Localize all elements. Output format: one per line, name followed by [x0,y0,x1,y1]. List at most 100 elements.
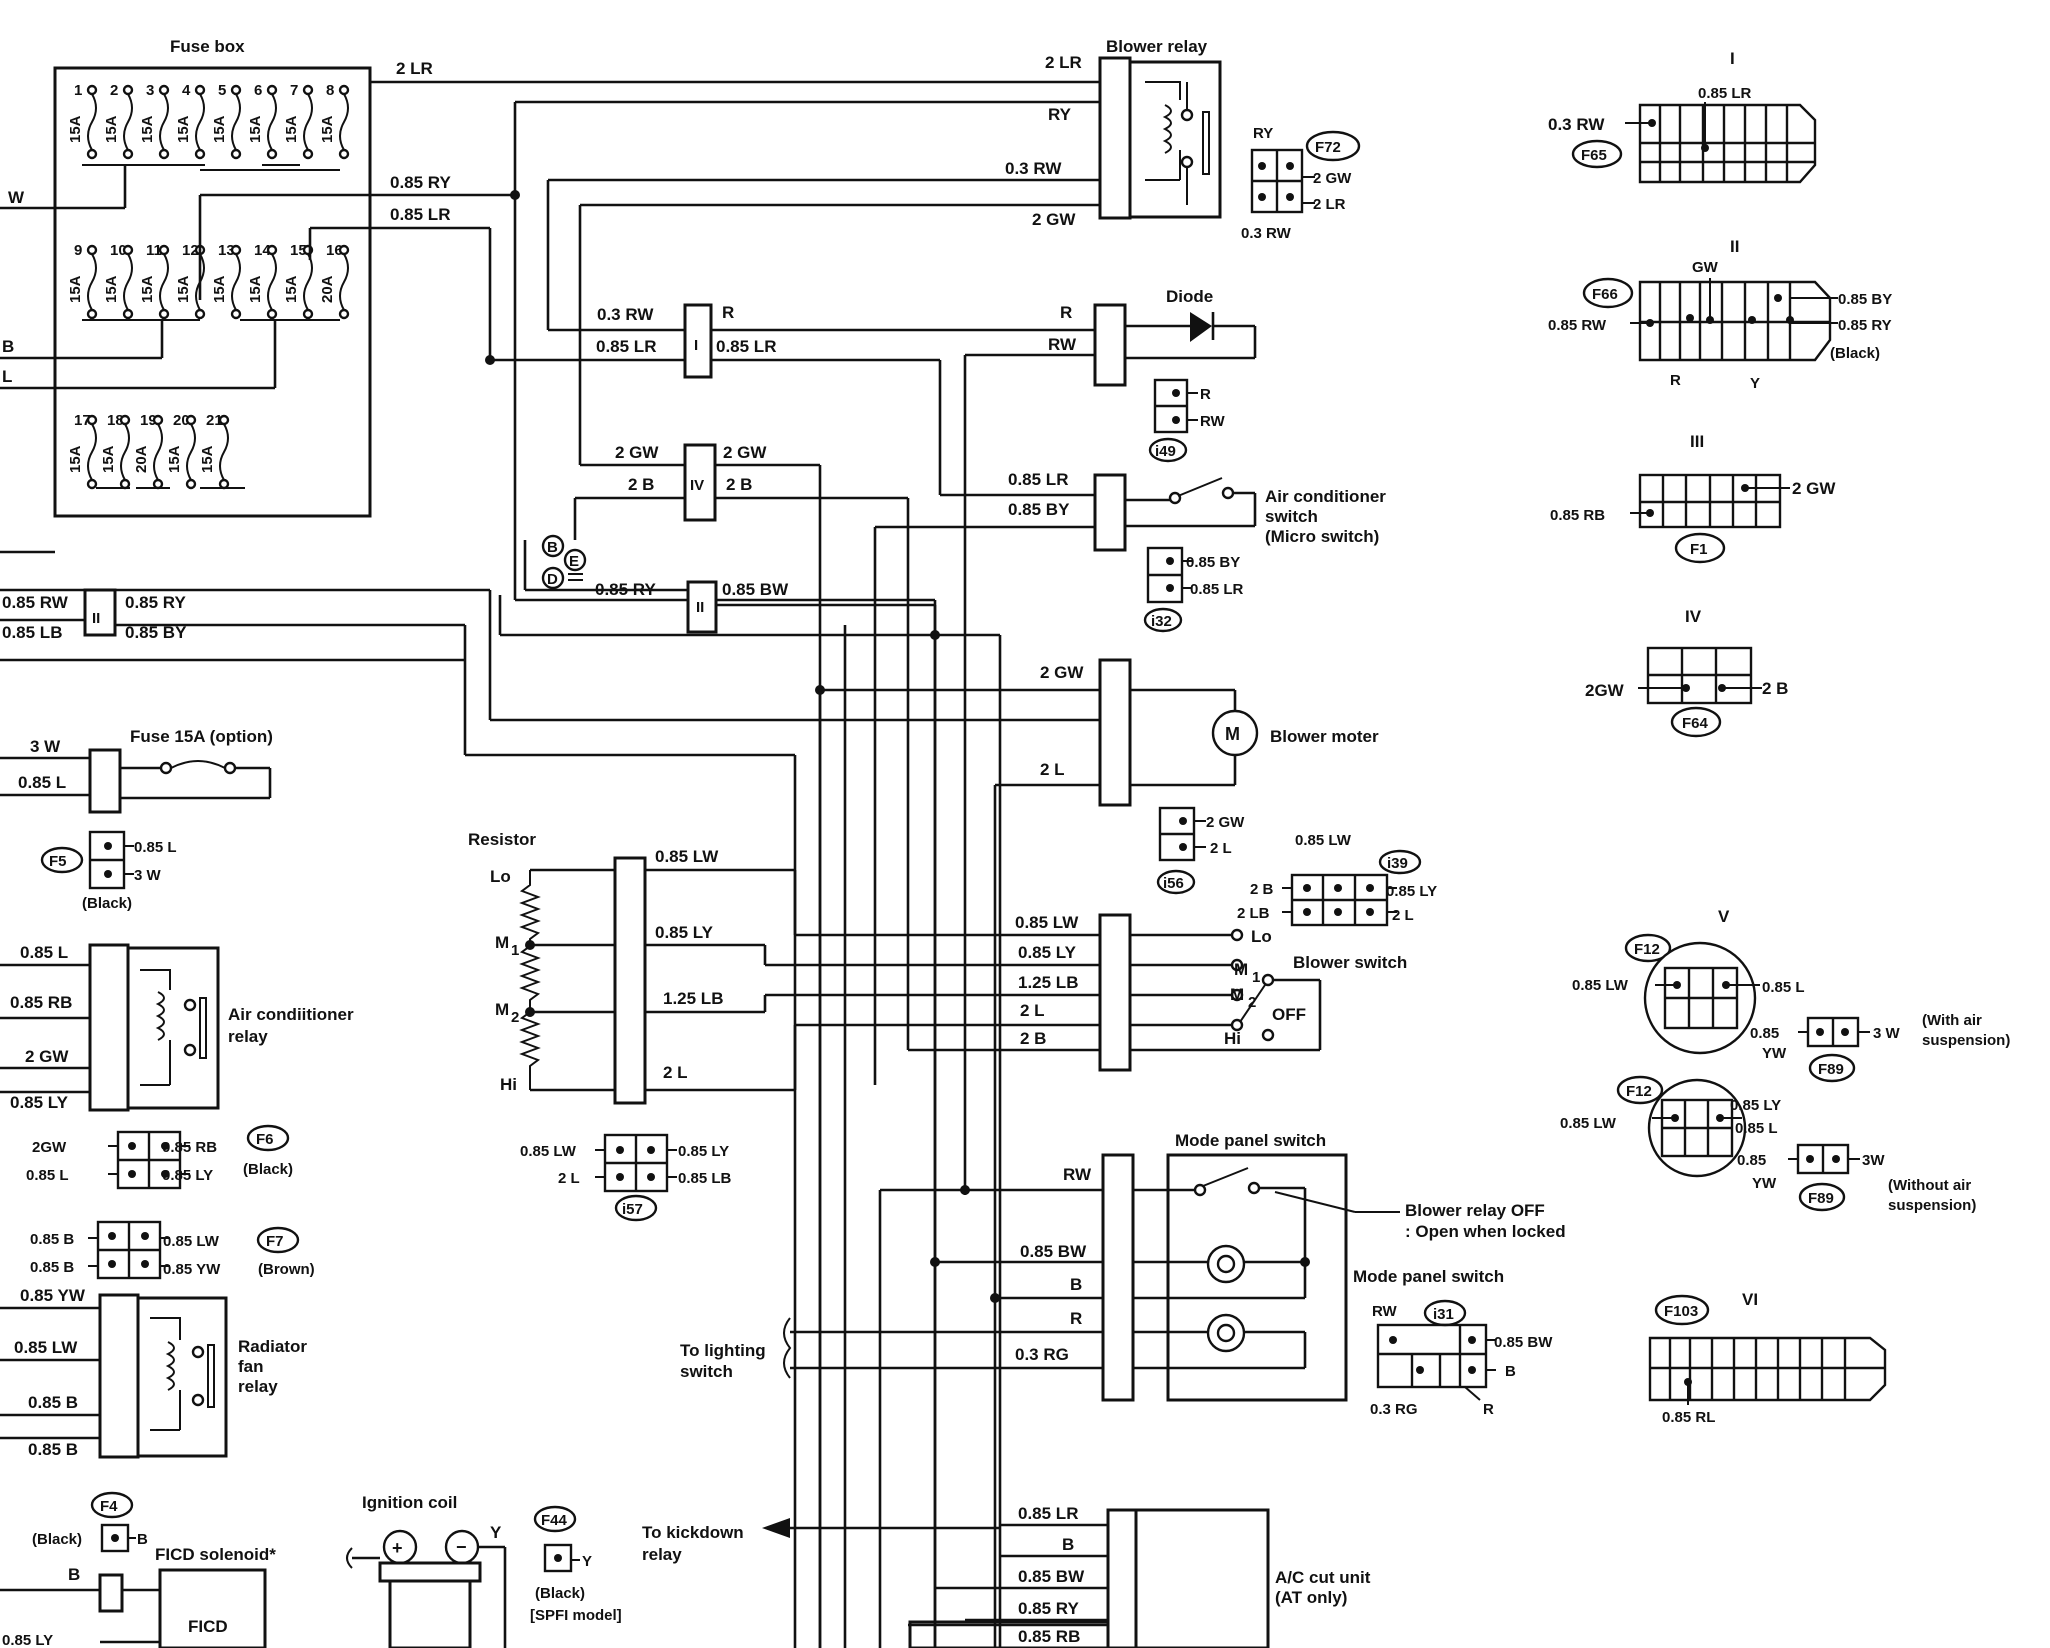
svg-text:Blower switch: Blower switch [1293,953,1407,972]
fuse-rating: 20A [319,275,336,303]
svg-text:0.3 RG: 0.3 RG [1370,1401,1418,1418]
fuse-number: 16 [326,242,343,259]
svg-text:Mode panel switch: Mode panel switch [1175,1131,1326,1150]
junction-II: II 0.85 RY 0.85 BW [523,540,1100,1648]
svg-text:III: III [1690,432,1704,451]
fuse-number: 20 [173,412,190,429]
svg-text:2 LR: 2 LR [396,59,433,78]
svg-text:0.85 L: 0.85 L [20,943,68,962]
fuse-number: 21 [206,412,223,429]
fuse-terminal [158,148,170,160]
svg-text:2 B: 2 B [1250,881,1274,898]
svg-text:0.85 BY: 0.85 BY [1186,554,1240,571]
svg-text:R: R [722,303,734,322]
fuse-terminal [86,148,98,160]
svg-text:0.85 LY: 0.85 LY [2,1632,53,1648]
svg-text:0.3 RG: 0.3 RG [1015,1345,1069,1364]
fuse-terminal [338,308,350,320]
svg-text:E: E [569,553,579,570]
fuse-element [159,93,169,151]
fuse-terminal [158,308,170,320]
svg-text:2 L: 2 L [1210,840,1232,857]
svg-text:0.85 RL: 0.85 RL [1662,1409,1715,1426]
fuse-element [267,93,277,151]
svg-text:3W: 3W [1862,1152,1885,1169]
svg-text:Air conditioner: Air conditioner [1265,487,1386,506]
fuse-rating: 15A [283,275,300,303]
fuse-number: 3 [146,82,154,99]
svg-text:(Black): (Black) [32,1531,82,1548]
fuse-terminal [266,244,278,256]
fuse-terminal [194,84,206,96]
svg-text:2: 2 [511,1009,519,1026]
l-label: L [2,367,12,386]
svg-text:F7: F7 [266,1233,284,1250]
svg-text:II: II [696,599,704,616]
svg-text:1: 1 [511,942,519,959]
svg-text:B: B [137,1531,148,1548]
svg-text:2 LR: 2 LR [1045,53,1082,72]
svg-text:2 B: 2 B [1762,679,1788,698]
svg-text:F1: F1 [1690,541,1708,558]
svg-text:0.85 RY: 0.85 RY [1018,1599,1079,1618]
connector-i57: 0.85 LW 0.85 LY 2 L 0.85 LB i57 [520,1133,732,1222]
diode: Diode [1093,287,1257,387]
fuse-number: 4 [182,82,191,99]
svg-text:0.85 LR: 0.85 LR [1190,581,1244,598]
svg-text:(AT only): (AT only) [1275,1588,1347,1607]
fuse-element [123,253,133,311]
svg-text:0.85 LB: 0.85 LB [2,623,62,642]
svg-text:0.85 LR: 0.85 LR [1698,85,1752,102]
fuse-rating: 15A [67,115,84,143]
svg-text:0.85 BW: 0.85 BW [1494,1334,1553,1351]
fuse-rating: 15A [103,115,120,143]
svg-text:F65: F65 [1581,147,1607,164]
svg-text:(Black): (Black) [535,1585,585,1602]
svg-text:Hi: Hi [1224,1029,1241,1048]
left-edge-wires: W B L [0,165,277,554]
svg-text:(Black): (Black) [82,895,132,912]
connector-i39: 0.85 LW i39 2 B 2 LB 0.85 LY 2 L [1237,832,1437,927]
svg-text:F66: F66 [1592,286,1618,303]
svg-text:F12: F12 [1634,941,1660,958]
svg-text:RY: RY [1048,105,1072,124]
svg-text:RW: RW [1063,1165,1092,1184]
svg-text:0.85 L: 0.85 L [26,1167,69,1184]
svg-text:0.85 LW: 0.85 LW [1295,832,1352,849]
svg-text:0.85 BW: 0.85 BW [1018,1567,1085,1586]
svg-text:switch: switch [680,1362,733,1381]
radiator-fan-relay: 0.85 YW 0.85 LW 0.85 B 0.85 B Radiator f… [0,1286,307,1459]
svg-text:0.3 RW: 0.3 RW [597,305,654,324]
svg-text:2 L: 2 L [1392,907,1414,924]
svg-text:suspension): suspension) [1922,1032,2010,1049]
svg-text:0.85 B: 0.85 B [30,1259,74,1276]
svg-text:2 GW: 2 GW [1792,479,1836,498]
svg-text:: Open when locked: : Open when locked [1405,1222,1566,1241]
connector-F5: F5 0.85 L 3 W (Black) [40,830,177,912]
fuse-rating: 15A [319,115,336,143]
svg-text:Fuse 15A (option): Fuse 15A (option) [130,727,273,746]
svg-text:IV: IV [690,477,704,494]
fuse-terminal [152,478,164,490]
fuse-number: 17 [74,412,91,429]
svg-text:FICD: FICD [188,1617,228,1636]
svg-text:Y: Y [1750,375,1760,392]
fuse-number: 15 [290,242,307,259]
svg-text:Y: Y [490,1523,502,1542]
fuse-terminal [302,308,314,320]
svg-text:relay: relay [238,1377,278,1396]
svg-text:Lo: Lo [1251,927,1272,946]
fuse-element [153,423,163,481]
fuse-terminal [338,244,350,256]
svg-text:0.85 RB: 0.85 RB [10,993,72,1012]
fuse-terminal [122,308,134,320]
fuse-terminal [230,244,242,256]
connector-view-V: V F12 0.85 LW 0.85 L 0.85 YW 3 W F89 (Wi… [1572,907,2010,1083]
fuse-number: 12 [182,242,199,259]
svg-text:2 GW: 2 GW [25,1047,69,1066]
svg-text:Mode panel switch: Mode panel switch [1353,1267,1504,1286]
svg-text:1: 1 [1252,969,1260,986]
fuse-terminal [86,478,98,490]
